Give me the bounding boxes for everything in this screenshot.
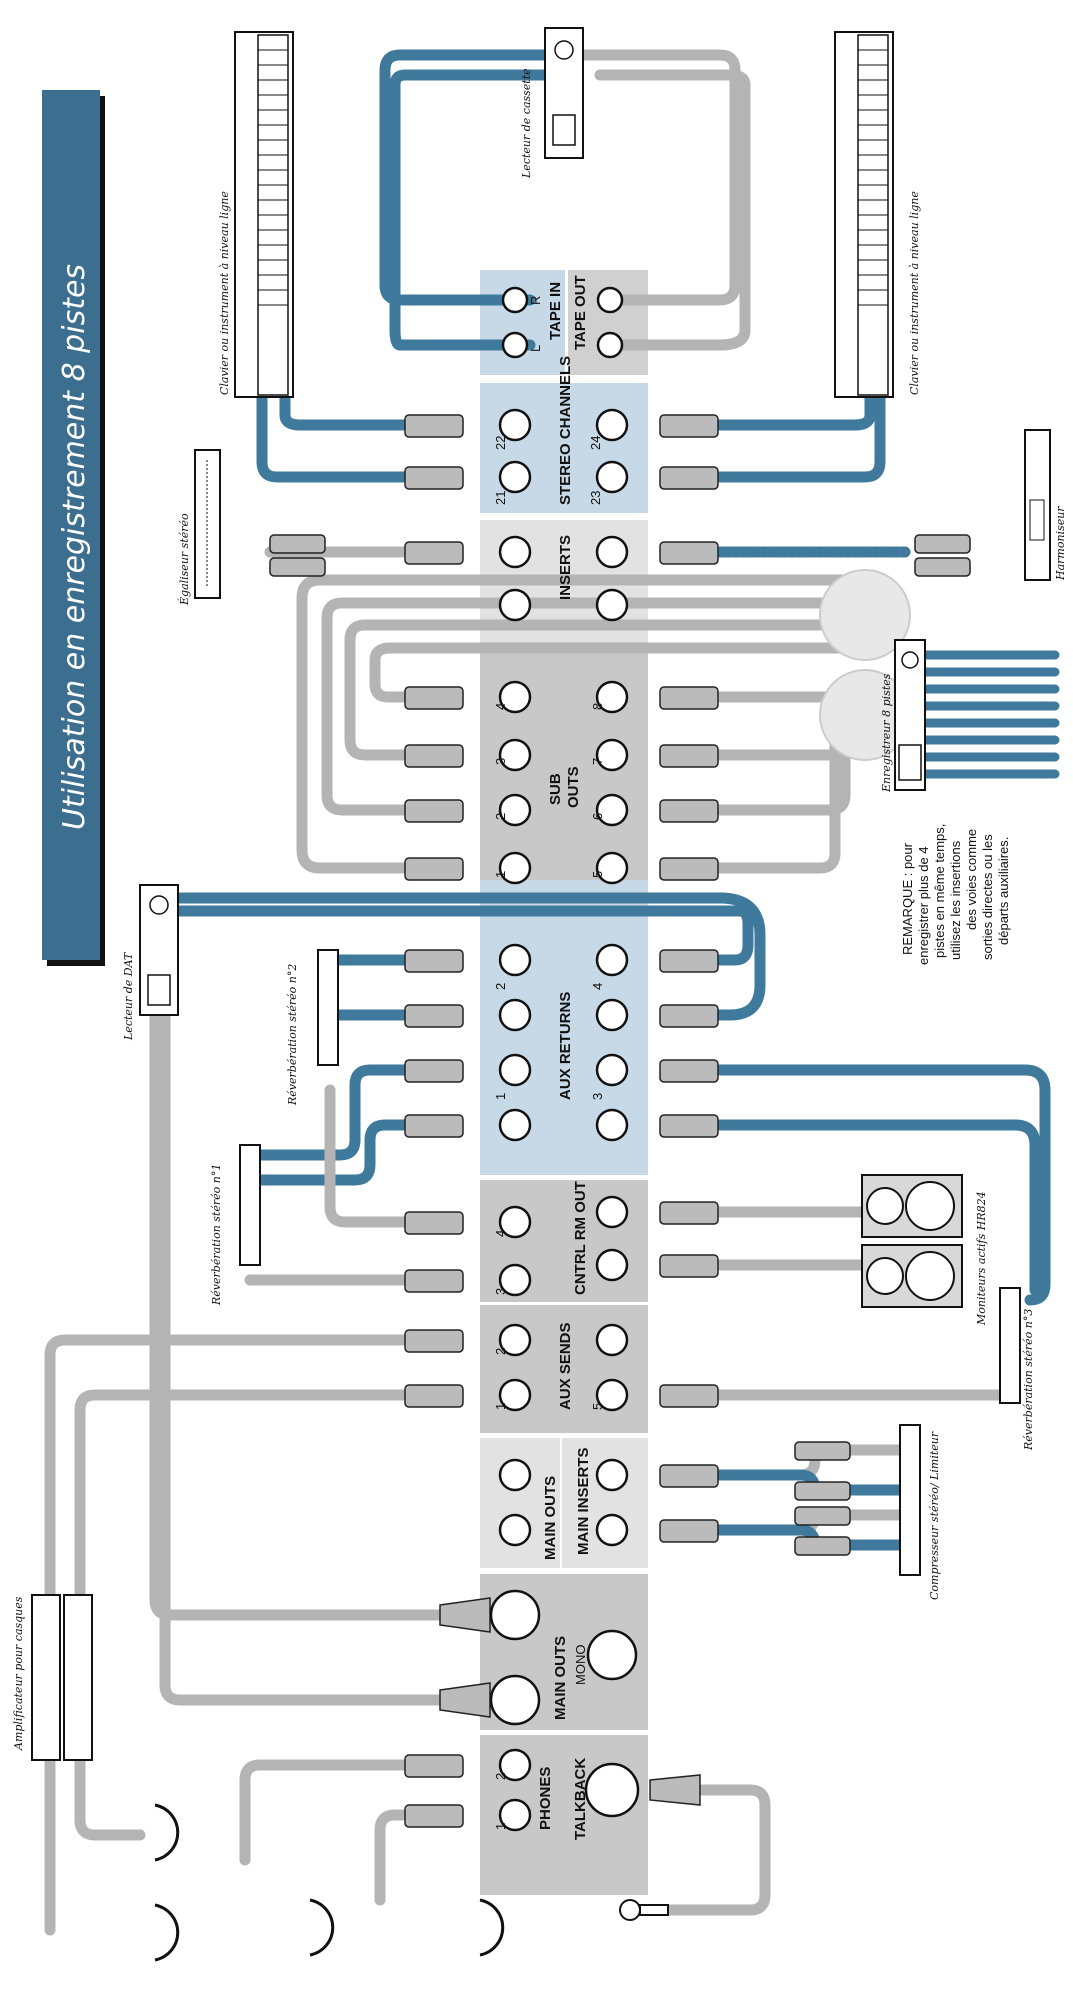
headphones-icon [154, 1903, 180, 1962]
label-main-inserts: MAIN INSERTS [575, 1447, 592, 1555]
label-main-outs-xlr: MAIN OUTS [552, 1636, 569, 1720]
note-block: REMARQUE : pour enregistrer plus de 4 pi… [900, 824, 1011, 965]
reverb-1: Réverbération stéréo n°1 [210, 1144, 261, 1306]
label-talkback: TALKBACK [572, 1758, 589, 1840]
reverb-3: Réverbération stéréo n°3 [999, 1287, 1035, 1451]
ch-aux-ret-3: 3 [590, 1093, 605, 1100]
recorder-8-track: Enregistreur 8 pistes [819, 569, 926, 793]
label-keyboard-left: Clavier ou instrument à niveau ligne [218, 191, 231, 395]
ch-aux-send-4: 4 [493, 1230, 508, 1237]
ch-phones-1: 1 [493, 1823, 508, 1830]
page-title: Utilisation en enregistrement 8 pistes [57, 264, 92, 830]
ch-aux-ret-1: 1 [493, 1093, 508, 1100]
keyboard-left: Clavier ou instrument à niveau ligne [218, 31, 294, 398]
ch-sub-2: 2 [493, 813, 508, 820]
ch-aux-ret-2: 2 [493, 983, 508, 990]
label-harmonizer: Harmoniseur [1054, 506, 1067, 581]
dat-player: Lecteur de DAT [122, 884, 179, 1041]
jacks [489, 286, 640, 1832]
ch-sub-4: 4 [493, 703, 508, 710]
label-reverb3: Réverbération stéréo n°3 [1022, 1309, 1035, 1451]
headphone-amp: Amplificateur pour casques [12, 1594, 93, 1761]
stereo-eq: Égaliseur stéréo [177, 449, 221, 606]
label-inserts: INSERTS [557, 535, 574, 600]
ch-aux-ret-4: 4 [590, 983, 605, 990]
label-eq: Égaliseur stéréo [177, 513, 191, 606]
label-keyboard-right: Clavier ou instrument à niveau ligne [908, 191, 921, 395]
compressor-limiter: Compresseur stéréo/ Limiteur [899, 1424, 941, 1600]
label-cntrl-rm-out: CNTRL RM OUT [572, 1181, 589, 1295]
ch-phones-2: 2 [493, 1773, 508, 1780]
label-tape-in: TAPE IN [547, 282, 564, 340]
ch-tape-in-r: R [528, 296, 543, 305]
note-line-2: enregistrer plus de 4 [916, 846, 931, 965]
reverb-2: Réverbération stéréo n°2 [286, 949, 339, 1106]
note-line-3: pistes en même temps, [932, 824, 947, 958]
cassette-player: Lecteur de cassette [520, 27, 584, 179]
headphones-icon [479, 1898, 505, 1957]
ch-21: 21 [493, 491, 508, 505]
label-main-outs: MAIN OUTS [542, 1476, 559, 1560]
ch-aux-send-1: 1 [493, 1403, 508, 1410]
label-monitors: Moniteurs actifs HR824 [975, 1191, 988, 1326]
label-cassette: Lecteur de cassette [520, 68, 533, 179]
label-reverb1: Réverbération stéréo n°1 [210, 1164, 223, 1306]
headphones-icons [154, 1803, 505, 1962]
ch-24: 24 [588, 436, 603, 450]
label-recorder: Enregistreur 8 pistes [880, 673, 893, 793]
label-compressor: Compresseur stéréo/ Limiteur [928, 1431, 941, 1600]
label-aux-sends: AUX SENDS [557, 1322, 574, 1410]
note-line-7: départs auxiliaires. [996, 837, 1011, 945]
headphones-icon [154, 1803, 180, 1862]
note-line-6: sorties directes ou les [980, 834, 995, 960]
ch-sub-3: 3 [493, 758, 508, 765]
ch-tape-in-l: L [528, 345, 543, 352]
ch-aux-send-2: 2 [493, 1348, 508, 1355]
label-sub-outs-1: SUB [547, 773, 564, 805]
label-dat: Lecteur de DAT [122, 951, 135, 1041]
ch-aux-send-3: 3 [493, 1288, 508, 1295]
label-reverb2: Réverbération stéréo n°2 [286, 964, 299, 1106]
monitors-hr824: Moniteurs actifs HR824 [861, 1174, 988, 1326]
label-stereo-channels: STEREO CHANNELS [557, 356, 574, 505]
plugs [269, 414, 971, 1828]
ch-aux-send-5: 5 [590, 1403, 605, 1410]
label-sub-outs-2: OUTS [565, 766, 582, 808]
label-mono: MONO [573, 1645, 588, 1685]
ch-sub-8: 8 [590, 703, 605, 710]
harmonizer: Harmoniseur [1024, 429, 1067, 581]
label-headphone-amp: Amplificateur pour casques [12, 1596, 25, 1751]
ch-22: 22 [493, 436, 508, 450]
label-aux-returns: AUX RETURNS [557, 992, 574, 1100]
label-tape-out: TAPE OUT [572, 275, 589, 350]
microphone-icon [619, 1899, 669, 1921]
title-banner: Utilisation en enregistrement 8 pistes [42, 90, 105, 966]
label-phones: PHONES [537, 1767, 554, 1830]
channel-numbers: L R 21 22 23 24 1 2 3 4 5 6 7 8 1 2 3 4 … [493, 296, 605, 1830]
headphones-icon [309, 1898, 335, 1957]
note-line-4: utilisez les insertions [948, 840, 963, 960]
ch-sub-5: 5 [590, 871, 605, 878]
ch-sub-6: 6 [590, 813, 605, 820]
section-labels: TAPE IN TAPE OUT STEREO CHANNELS INSERTS… [537, 275, 592, 1840]
keyboard-right: Clavier ou instrument à niveau ligne [834, 31, 921, 398]
note-line-5: des voies comme [964, 829, 979, 930]
note-line-1: REMARQUE : pour [900, 842, 915, 955]
ch-23: 23 [588, 491, 603, 505]
ch-sub-1: 1 [493, 871, 508, 878]
ch-sub-7: 7 [590, 758, 605, 765]
